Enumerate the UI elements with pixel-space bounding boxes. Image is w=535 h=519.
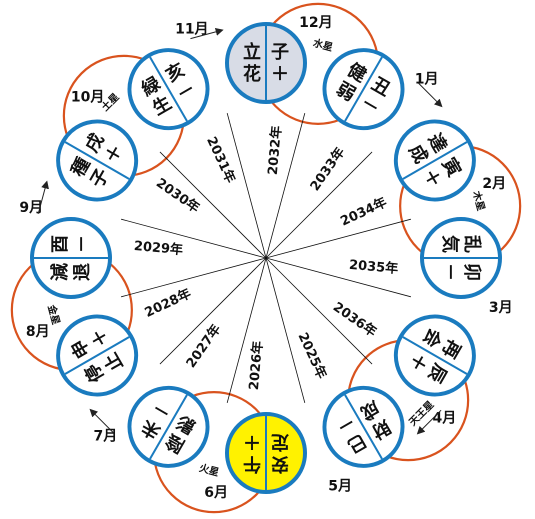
year-label: 2032年 <box>265 125 285 175</box>
month-node: 健弱丑－ <box>322 48 405 131</box>
month-label: 3月 <box>489 300 513 316</box>
spoke-line <box>265 151 373 259</box>
month-node: 停止申＋ <box>56 314 139 397</box>
spoke-line <box>121 257 267 298</box>
month-label: 2月 <box>482 176 506 192</box>
month-node: 乱気卯－ <box>420 217 502 299</box>
node-glyph: 子 <box>271 42 289 63</box>
year-label: 2025年 <box>294 330 329 381</box>
planet-label: 火星 <box>198 462 220 479</box>
spoke-line <box>265 257 373 365</box>
year-spokes <box>121 113 411 403</box>
year-label: 2026年 <box>246 340 266 390</box>
month-labels: 12月 1月 2月 3月 4月 5月 6月 7月 8月 9月 10月 11月 <box>19 15 512 501</box>
year-label: 2034年 <box>338 194 389 229</box>
month-nodes: 立花子＋健弱丑－達成寅＋乱気卯－再会辰＋財成巳－安定午＋陰影未－停止申＋減退酉－… <box>30 22 502 494</box>
node-glyph: － <box>72 235 93 253</box>
node-glyph: 定 <box>271 431 289 453</box>
month-node: 再会辰＋ <box>393 314 476 397</box>
node-glyph: 気 <box>439 235 461 253</box>
month-node: 緑生亥－ <box>127 48 210 131</box>
node-divider <box>402 141 468 180</box>
node-glyph: 花 <box>243 63 261 85</box>
month-label: 1月 <box>415 72 439 88</box>
month-label: 5月 <box>328 478 352 494</box>
node-glyph: 午 <box>243 453 261 475</box>
node-glyph: 安 <box>271 453 289 475</box>
node-glyph: ＋ <box>271 64 289 85</box>
month-label: 7月 <box>94 428 118 444</box>
year-label: 2031年 <box>203 134 238 185</box>
month-node: 財成巳－ <box>322 385 405 468</box>
year-label: 2033年 <box>307 145 348 194</box>
direction-arrow <box>190 27 224 40</box>
node-divider <box>402 336 468 375</box>
direction-arrow <box>416 409 442 435</box>
year-label: 2028年 <box>142 286 193 321</box>
direction-arrow <box>37 180 49 214</box>
direction-arrow <box>89 408 115 434</box>
planet-label: 木星 <box>470 189 488 213</box>
year-label: 2030年 <box>153 175 202 216</box>
node-divider <box>64 141 130 180</box>
spoke-line <box>226 257 267 403</box>
spoke-line <box>265 257 306 403</box>
node-glyph: － <box>439 263 460 281</box>
node-divider <box>344 56 383 122</box>
node-divider <box>149 56 188 122</box>
node-divider <box>149 394 188 460</box>
planet-label: 水星 <box>311 36 335 54</box>
node-glyph: 卯 <box>461 263 482 281</box>
spoke-line <box>226 113 267 259</box>
year-label: 2027年 <box>183 321 224 370</box>
node-glyph: 乱 <box>461 235 482 253</box>
month-node: 達成寅＋ <box>393 119 476 202</box>
month-label: 11月 <box>175 22 208 38</box>
month-node: 減退酉－ <box>30 217 112 299</box>
month-node: 陰影未－ <box>127 385 210 468</box>
direction-arrows <box>37 27 443 435</box>
year-label: 2035年 <box>348 257 398 277</box>
spoke-line <box>159 151 267 259</box>
node-divider <box>344 394 383 460</box>
node-glyph: 酉 <box>50 235 71 253</box>
spoke-line <box>265 218 411 259</box>
month-node: 安定午＋ <box>225 412 307 494</box>
year-label: 2036年 <box>330 299 379 340</box>
spoke-line <box>159 257 267 365</box>
month-label: 12月 <box>299 15 332 31</box>
planet-label: 金星 <box>45 303 63 327</box>
spoke-line <box>121 218 267 259</box>
month-node: 立花子＋ <box>225 22 307 104</box>
spoke-line <box>265 113 306 259</box>
month-label: 8月 <box>26 324 50 340</box>
node-glyph: 減 <box>49 263 71 281</box>
node-glyph: ＋ <box>243 431 261 452</box>
month-node: 種子戌＋ <box>56 119 139 202</box>
direction-arrow <box>417 82 443 108</box>
month-label: 6月 <box>204 485 228 501</box>
month-label: 10月 <box>71 89 104 105</box>
month-label: 9月 <box>19 200 43 216</box>
month-label: 4月 <box>432 411 456 427</box>
spoke-line <box>265 257 411 298</box>
node-divider <box>64 336 130 375</box>
year-label: 2029年 <box>133 238 183 258</box>
node-glyph: 立 <box>243 41 261 63</box>
node-glyph: 退 <box>72 263 93 281</box>
